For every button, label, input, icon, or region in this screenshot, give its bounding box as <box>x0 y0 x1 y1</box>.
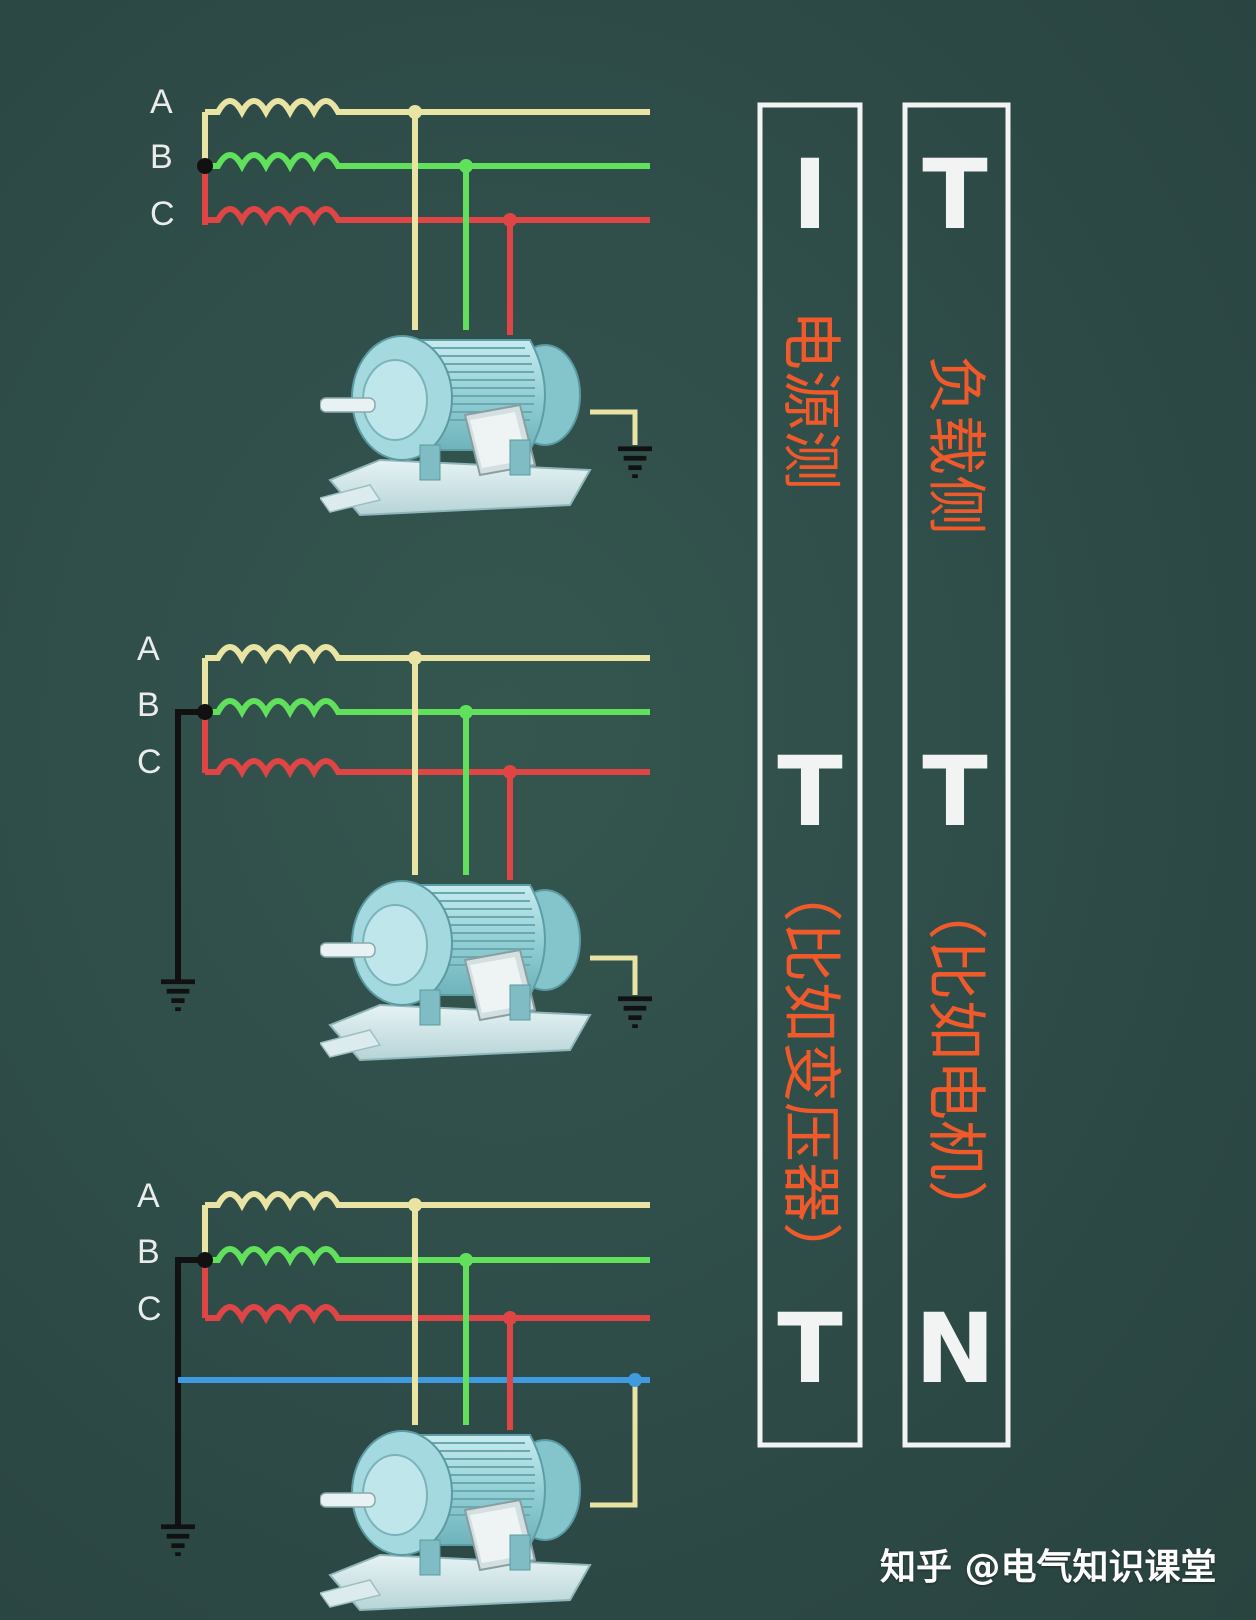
source-letter-2: T <box>777 736 842 848</box>
ground-icon <box>161 1527 195 1554</box>
phase-label-b: B <box>150 138 173 176</box>
source-example: （比如变压器） <box>775 862 845 1282</box>
diagram-it: A B C <box>150 83 652 516</box>
load-label: 负载侧 <box>920 355 990 535</box>
ground-icon <box>618 449 652 476</box>
source-label: 电源测 <box>775 310 845 490</box>
motor-icon <box>320 335 591 516</box>
source-letter-3: T <box>777 1293 842 1405</box>
neutral-point <box>197 158 213 174</box>
motor-icon <box>320 880 591 1061</box>
phase-label-a: A <box>150 83 173 121</box>
phase-label-c: C <box>137 743 162 781</box>
neutral-point <box>197 704 213 720</box>
load-example: （比如电机） <box>920 880 990 1240</box>
diagram-tn: A B C <box>137 1177 650 1611</box>
phase-label-b: B <box>137 686 160 724</box>
source-column: I T T 电源测 （比如变压器） <box>757 102 863 1448</box>
phase-label-c: C <box>150 195 175 233</box>
load-column: T T N 负载侧 （比如电机） <box>902 102 1011 1448</box>
ground-icon <box>161 982 195 1009</box>
source-letter-1: I <box>792 139 828 251</box>
phase-label-a: A <box>137 630 160 668</box>
diagram-tt: A B C <box>137 630 652 1061</box>
phase-label-a: A <box>137 1177 160 1215</box>
phase-label-c: C <box>137 1290 162 1328</box>
load-letter-1: T <box>922 139 987 251</box>
load-letter-2: T <box>922 736 987 848</box>
watermark: 知乎 @电气知识课堂 <box>880 1547 1217 1588</box>
load-letter-3: N <box>915 1293 995 1405</box>
neutral-point <box>197 1252 213 1268</box>
motor-icon <box>320 1430 591 1611</box>
phase-label-b: B <box>137 1233 160 1271</box>
ground-icon <box>618 999 652 1026</box>
